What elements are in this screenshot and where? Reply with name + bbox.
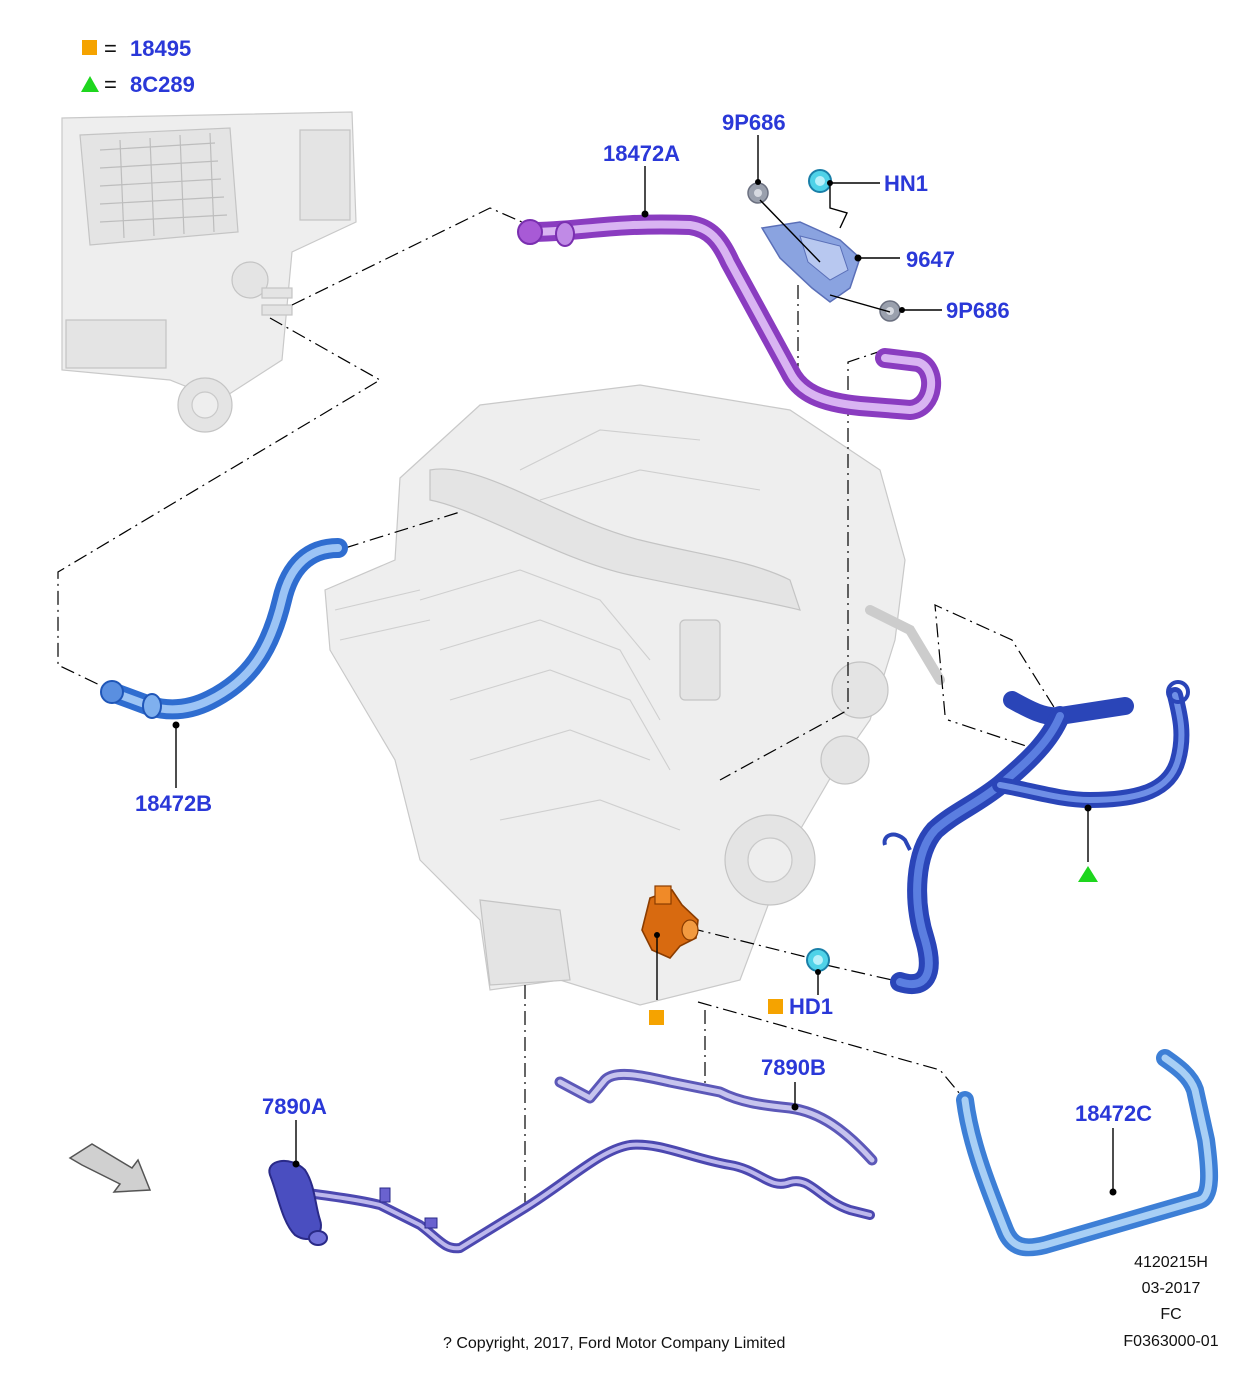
ref-date: 03-2017 (1142, 1280, 1201, 1297)
hose-18472c[interactable] (956, 1049, 1219, 1257)
legend: = 18495 = 8C289 (81, 36, 195, 97)
label-hn1: HN1 (884, 171, 928, 196)
legend-triangle-icon (81, 76, 99, 92)
outlet-18495[interactable] (641, 885, 699, 959)
label-9647: 9647 (906, 247, 955, 272)
marker-triangle-icon (1078, 866, 1098, 882)
hose-18472a[interactable] (517, 214, 942, 420)
connection-lines (57, 207, 1063, 1208)
engine-block (324, 384, 945, 1006)
footer: 4120215H 03-2017 FC F0363000-01 ? Copyri… (443, 1254, 1219, 1352)
label-18472c: 18472C (1075, 1101, 1152, 1126)
tube-7890b[interactable] (554, 1068, 878, 1166)
label-18472b: 18472B (135, 791, 212, 816)
ref-code: FC (1160, 1306, 1181, 1323)
clip-hd1-icon[interactable] (806, 948, 830, 972)
copyright-text: ? Copyright, 2017, Ford Motor Company Li… (443, 1335, 785, 1352)
ref-figure-id: F0363000-01 (1123, 1333, 1218, 1350)
label-hd1: HD1 (789, 994, 833, 1019)
hose-8c289[interactable] (882, 680, 1190, 994)
nut-9p686-top-icon[interactable] (747, 182, 769, 204)
ref-illustration-number: 4120215H (1134, 1254, 1208, 1271)
label-9p686-bottom: 9P686 (946, 298, 1010, 323)
hose-18472b[interactable] (100, 538, 348, 720)
legend-eq-1: = (104, 36, 117, 61)
heater-core-housing (61, 111, 357, 433)
label-18472a: 18472A (603, 141, 680, 166)
leader-lines (172, 135, 1117, 1196)
legend-code-18495: 18495 (130, 36, 191, 61)
label-7890a: 7890A (262, 1094, 327, 1119)
label-7890b: 7890B (761, 1055, 826, 1080)
front-direction-arrow-icon (68, 1143, 152, 1193)
legend-eq-2: = (104, 72, 117, 97)
marker-square-icon (649, 1010, 664, 1025)
clip-hn1-icon[interactable] (808, 169, 832, 193)
callout-labels: 9P686 18472A HN1 9647 9P686 18472B HD1 7… (135, 110, 1152, 1126)
legend-code-8c289: 8C289 (130, 72, 195, 97)
label-9p686-top: 9P686 (722, 110, 786, 135)
bracket-9647[interactable] (760, 221, 861, 303)
legend-square-icon (82, 40, 97, 55)
marker-square-hd1-icon (768, 999, 783, 1014)
tube-7890a[interactable] (268, 1139, 875, 1254)
nut-9p686-bottom-icon[interactable] (879, 300, 901, 322)
